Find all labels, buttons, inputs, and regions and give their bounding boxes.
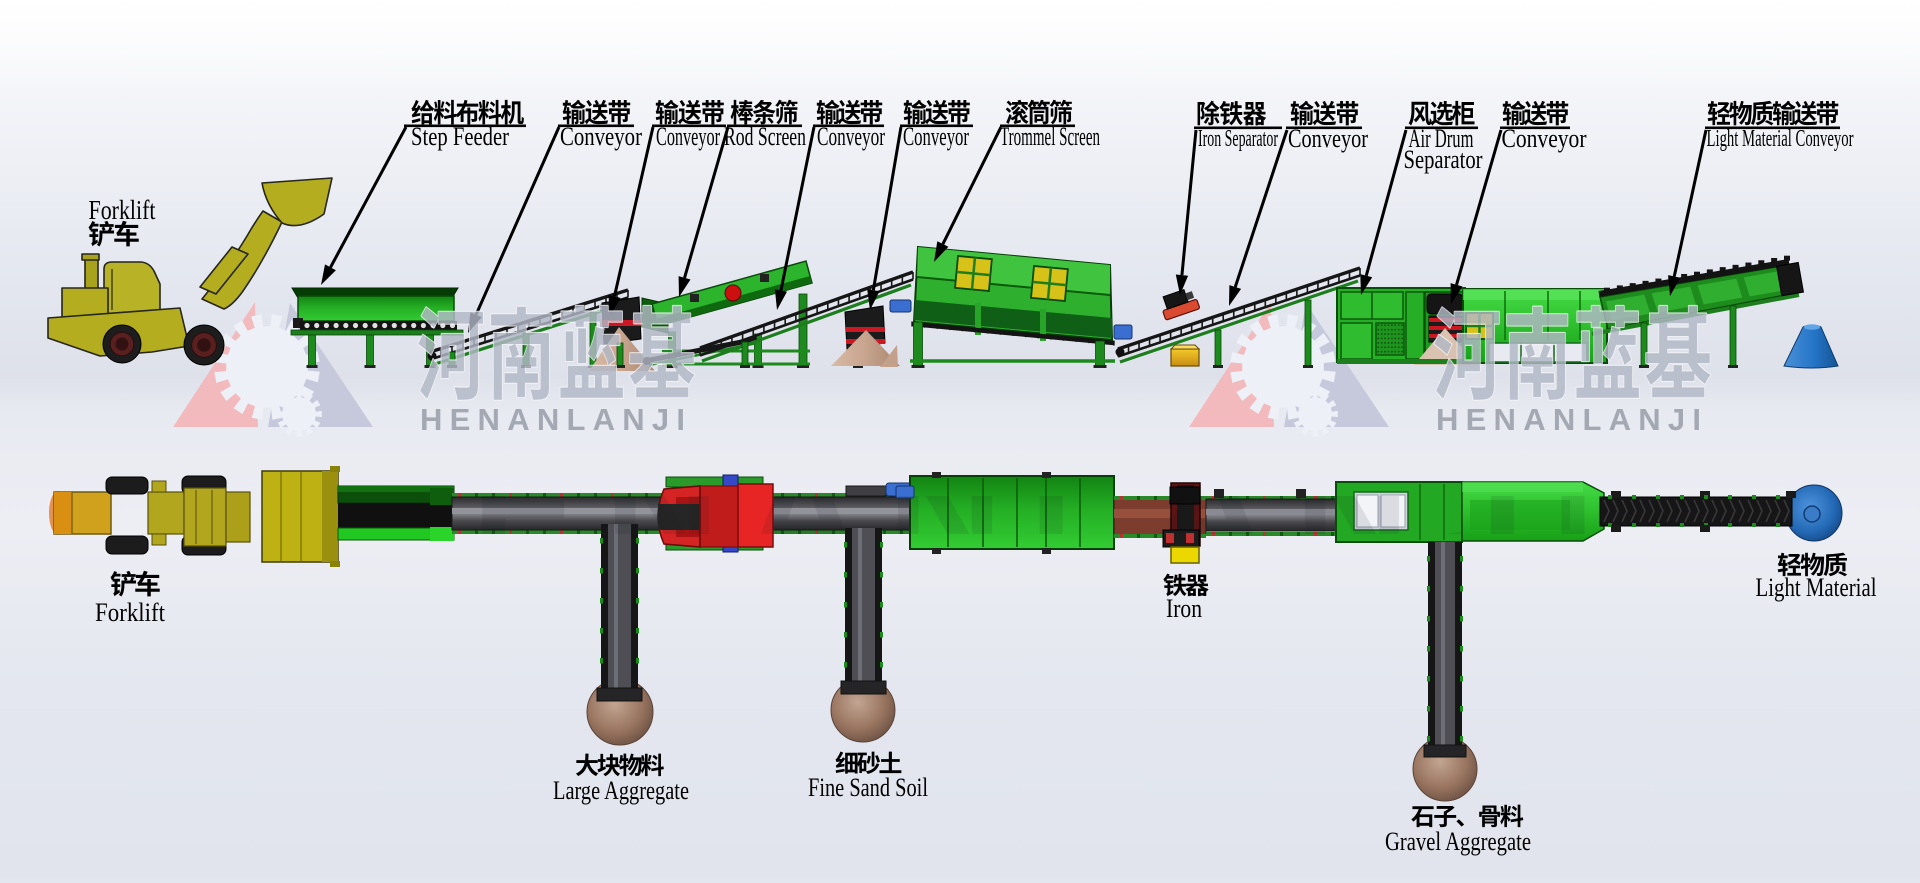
svg-text:Forklift: Forklift (95, 598, 166, 627)
svg-text:Forklift: Forklift (89, 195, 156, 225)
svg-text:Conveyor: Conveyor (560, 122, 642, 151)
svg-text:HENANLANJI: HENANLANJI (330, 420, 1621, 599)
svg-text:Conveyor: Conveyor (903, 122, 969, 151)
svg-text:Separator: Separator (1404, 145, 1483, 174)
svg-text:Large Aggregate: Large Aggregate (553, 776, 689, 805)
svg-text:Iron Separator: Iron Separator (1198, 126, 1278, 152)
svg-text:HENANLANJI: HENANLANJI (1436, 402, 1708, 437)
svg-text:Fine Sand Soil: Fine Sand Soil (808, 773, 928, 802)
svg-text:Conveyor: Conveyor (817, 122, 885, 151)
svg-text:Rod Screen: Rod Screen (724, 122, 806, 151)
svg-text:Light Material: Light Material (1756, 573, 1877, 602)
svg-text:Conveyor: Conveyor (1288, 124, 1368, 153)
svg-text:Light Material Conveyor: Light Material Conveyor (1707, 126, 1854, 152)
svg-text:Step Feeder: Step Feeder (411, 122, 509, 151)
svg-text:Gravel Aggregate: Gravel Aggregate (1385, 827, 1531, 856)
svg-text:Iron: Iron (1166, 594, 1202, 623)
svg-text:HENANLANJI: HENANLANJI (420, 402, 692, 437)
svg-text:Conveyor: Conveyor (1502, 124, 1587, 153)
svg-text:Trommel Screen: Trommel Screen (1000, 122, 1100, 151)
svg-text:Conveyor: Conveyor (656, 122, 720, 151)
svg-text:Air Drum: Air Drum (1409, 124, 1474, 153)
